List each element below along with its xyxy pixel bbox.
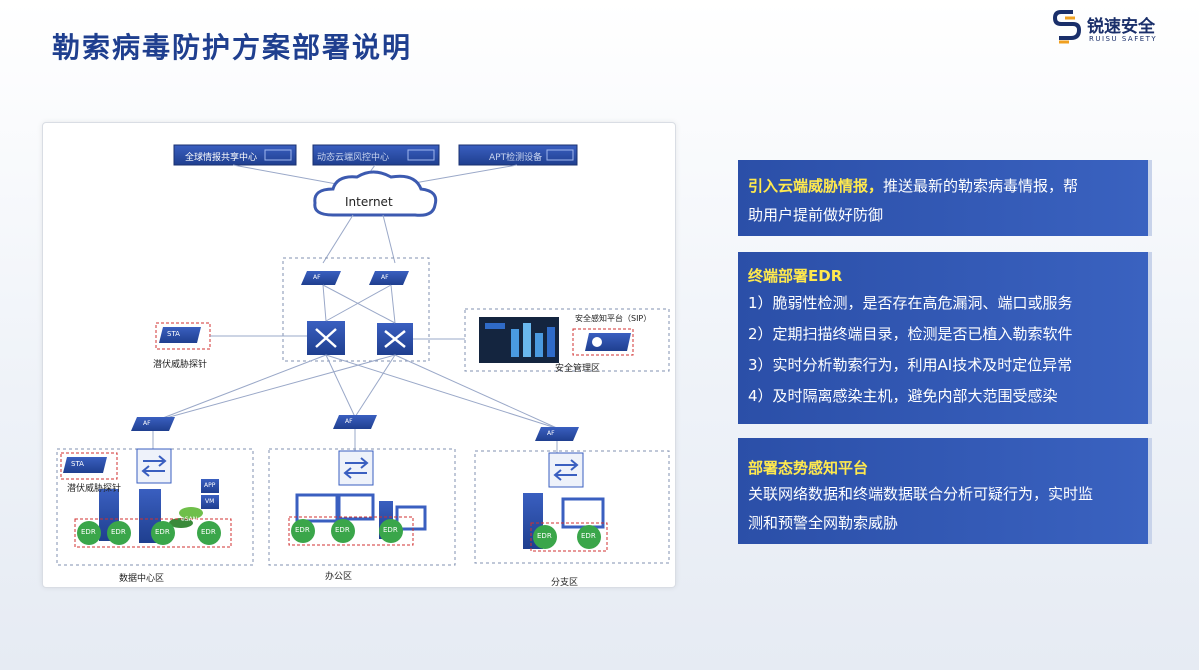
dc-edr-label-4: EDR — [201, 528, 216, 536]
internet-label: Internet — [345, 195, 393, 209]
core-links — [322, 284, 396, 324]
dc-sta-device — [63, 457, 107, 473]
network-diagram: 全球情报共享中心 动态云端风控中心 APT检测设备 Internet AF AF… — [42, 122, 676, 588]
office-monitor-2-icon — [337, 493, 375, 521]
panel3-heading: 部署态势感知平台 — [748, 459, 869, 477]
panel1-line1: 引入云端威胁情报，推送最新的勒索病毒情报，帮 — [748, 172, 1138, 201]
sta-left-label: 潜伏威胁探针 — [153, 360, 208, 370]
top-box-2 — [312, 144, 440, 166]
dc-sta-box — [60, 452, 118, 480]
branch-edr-label-2: EDR — [581, 532, 596, 540]
office-edr-label-2: EDR — [335, 526, 350, 534]
panel3-line2: 测和预警全网勒索威胁 — [748, 514, 899, 532]
panel2-heading: 终端部署EDR — [748, 267, 843, 285]
logo-icon — [1052, 10, 1082, 44]
af-device-2 — [369, 271, 409, 285]
sip-zone-label: 安全管理区 — [555, 364, 601, 374]
office-af-label: AF — [345, 418, 353, 425]
dc-af-device — [131, 417, 175, 431]
panel2-item-2: 2）定期扫描终端目录，检测是否已植入勒索软件 — [748, 325, 1073, 343]
panel1-line1-rest: 推送最新的勒索病毒情报，帮 — [883, 177, 1079, 195]
panel2-item-4: 4）及时隔离感染主机，避免内部大范围受感染 — [748, 387, 1058, 405]
branch-switch-icon — [548, 452, 584, 488]
office-edr-icon-2 — [331, 519, 355, 543]
top-box-1 — [173, 144, 297, 166]
branch-zone — [474, 450, 670, 564]
logo-name: 锐速安全 — [1087, 17, 1155, 37]
diagram-canvas — [56, 144, 670, 566]
office-edr-box — [288, 516, 414, 546]
branch-edr-label-1: EDR — [537, 532, 552, 540]
zone-label-branch: 分支区 — [551, 578, 579, 588]
dc-edr-label-1: EDR — [81, 528, 96, 536]
dc-switch-icon — [136, 448, 172, 484]
dc-storage-icon — [169, 479, 219, 528]
office-af-device — [333, 415, 377, 429]
page-title: 勒索病毒防护方案部署说明 — [52, 31, 413, 64]
core-switch-1-icon — [307, 321, 345, 355]
dc-sta-device-label: STA — [71, 460, 84, 468]
panel-cloud-intel: 引入云端威胁情报，推送最新的勒索病毒情报，帮 助用户提前做好防御 — [738, 160, 1152, 236]
branch-edr-icon-2 — [577, 525, 601, 549]
app-label: APP — [204, 482, 216, 489]
top-box-2-label: 动态云端风控中心 — [317, 153, 390, 163]
branch-monitor-icon — [561, 497, 605, 529]
top-box-3 — [458, 144, 578, 166]
panel1-highlight: 引入云端威胁情报， — [748, 177, 884, 195]
panel-situational-awareness: 部署态势感知平台 关联网络数据和终端数据联合分析可疑行为，实时监 测和预警全网勒… — [738, 438, 1152, 544]
sip-box — [572, 328, 634, 356]
dc-edr-box — [74, 518, 232, 548]
sta-left-device — [159, 327, 201, 343]
sip-dashboard-image — [479, 317, 559, 363]
af-device-1 — [301, 271, 341, 285]
dc-edr-icon-1 — [77, 521, 101, 545]
panel1-line2: 助用户提前做好防御 — [748, 206, 884, 224]
dc-edr-label-3: EDR — [155, 528, 170, 536]
dc-edr-label-2: EDR — [111, 528, 126, 536]
core-switch-2-icon — [377, 323, 413, 355]
distribution-lines — [154, 354, 560, 430]
office-edr-label-3: EDR — [383, 526, 398, 534]
dc-sta-label: 潜伏威胁探针 — [67, 484, 122, 494]
internet-cloud-icon — [313, 170, 438, 217]
af-label-1: AF — [313, 274, 321, 281]
office-switch-icon — [338, 450, 374, 486]
vm-label: VM — [205, 498, 215, 505]
brand-logo: 锐速安全 RUISU SAFETY — [1051, 6, 1171, 52]
sip-zone — [464, 308, 670, 372]
office-edr-icon-3 — [379, 519, 403, 543]
esan-label: eSAN — [181, 516, 198, 523]
office-edr-icon-1 — [291, 519, 315, 543]
dc-edr-icon-2 — [107, 521, 131, 545]
branch-edr-icon-1 — [533, 525, 557, 549]
panel3-line1: 关联网络数据和终端数据联合分析可疑行为，实时监 — [748, 485, 1094, 503]
office-zone — [268, 448, 456, 566]
branch-af-label: AF — [547, 430, 555, 437]
sta-left-device-label: STA — [167, 330, 180, 338]
core-zone — [282, 257, 430, 362]
dc-edr-icon-4 — [197, 521, 221, 545]
zone-label-office: 办公区 — [325, 572, 353, 582]
zone-label-datacenter: 数据中心区 — [119, 574, 165, 584]
panel2-item-1: 1）脆弱性检测，是否存在高危漏洞、端口或服务 — [748, 294, 1073, 312]
sip-label: 安全感知平台（SIP） — [575, 314, 652, 323]
branch-edr-box — [530, 522, 608, 552]
cloud-down-lines — [322, 214, 396, 264]
logo-subtitle: RUISU SAFETY — [1089, 35, 1158, 43]
branch-af-device — [535, 427, 579, 441]
dc-edr-icon-3 — [151, 521, 175, 545]
panel-edr: 终端部署EDR 1）脆弱性检测，是否存在高危漏洞、端口或服务 2）定期扫描终端目… — [738, 252, 1152, 424]
panel2-item-3: 3）实时分析勒索行为，利用AI技术及时定位异常 — [748, 356, 1073, 374]
sip-device — [585, 333, 631, 351]
af-label-2: AF — [381, 274, 389, 281]
office-edr-label-1: EDR — [295, 526, 310, 534]
dc-af-label: AF — [143, 420, 151, 427]
top-box-1-label: 全球情报共享中心 — [185, 153, 258, 163]
top-box-3-label: APT检测设备 — [489, 153, 543, 163]
